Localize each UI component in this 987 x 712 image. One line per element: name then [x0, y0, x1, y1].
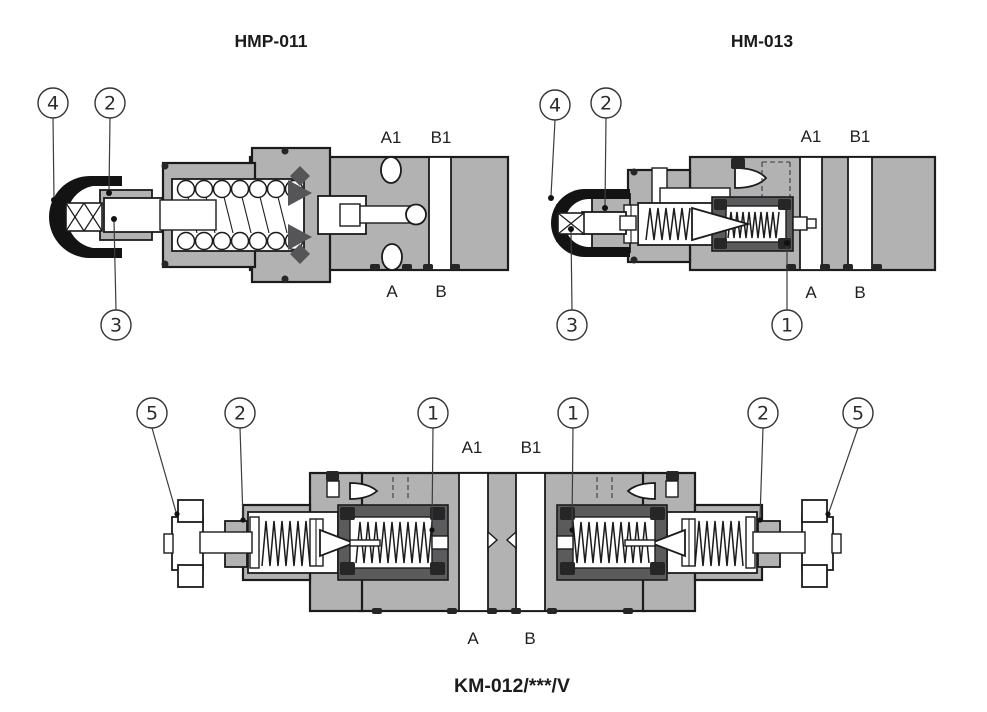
- hm013-top-seal: [731, 158, 745, 169]
- hmp011-poppet-slot: [339, 203, 361, 227]
- km012-knob-web: [171, 516, 204, 571]
- hmp011-stem: [359, 205, 411, 224]
- hmp011-adjust-screw: [103, 197, 163, 233]
- hmp011-port-a1-label: A1: [381, 128, 402, 147]
- km012-callout-2r-label: 2: [757, 403, 769, 425]
- hm013-callout-1: 1: [771, 240, 803, 341]
- km012-callout-1l-label: 1: [427, 403, 439, 425]
- km012-callout-1-right: 1: [557, 397, 589, 533]
- hm013-port-a-label: A: [805, 283, 817, 302]
- hm013-port-a1-label: A1: [801, 127, 822, 146]
- km012-port-channel-b: [515, 472, 546, 612]
- hm013-poppet-cone: [691, 206, 752, 242]
- hm013-callout-3-label: 3: [566, 315, 578, 337]
- km012-knob-flange-top: [177, 499, 204, 523]
- hm013-valve: [551, 155, 937, 272]
- hm013-seals: [630, 168, 882, 270]
- hmp011-callout-2-label: 2: [104, 93, 116, 115]
- km012-knob-stem: [199, 531, 253, 554]
- km012-title: KM-012/***/V: [454, 675, 570, 697]
- km012-main-spring: [261, 520, 311, 567]
- km012-callout-2-right: 2: [747, 397, 779, 523]
- hmp011-stem-ball: [405, 203, 427, 226]
- km012-needle: [349, 539, 381, 547]
- hmp011-title: HMP-011: [235, 31, 308, 51]
- hmp011-port-a1-opening: [380, 156, 402, 184]
- hmp011-spring-guide-washers: [288, 166, 312, 264]
- km012-pilot-bullet: [349, 482, 379, 500]
- km012-knob-nub: [163, 533, 174, 554]
- km012-poppet-cone: [319, 528, 357, 558]
- hmp011-callout-3: 3: [100, 216, 132, 341]
- hm013-port-channel-a: [799, 156, 823, 271]
- km012-callout-1r-label: 1: [567, 403, 579, 425]
- km012-annotations: 5 2 1 1 2 5 A1 B1 A B KM-: [136, 397, 874, 697]
- km012-callout-1-left: 1: [417, 397, 449, 533]
- hmp011-callout-2: 2: [94, 87, 126, 196]
- hmp011-protective-boot: [49, 176, 122, 258]
- km012-port-b-label: B: [524, 629, 535, 648]
- km012-cartridge-seals: [340, 507, 445, 575]
- hmp011-port-channel-b: [428, 156, 452, 271]
- km012-center-notch-right: [505, 530, 517, 550]
- hmp011-port-b1-label: B1: [431, 128, 452, 147]
- km012-port-channel-a: [458, 472, 489, 612]
- hmp011-adjust-plug: [159, 199, 217, 231]
- hm013-callout-4: 4: [539, 89, 571, 201]
- hm013-callout-3: 3: [556, 226, 588, 341]
- hm013-title: HM-013: [731, 31, 794, 51]
- hmp011-port-a-opening: [381, 243, 403, 271]
- hm013-port-b1-label: B1: [850, 127, 871, 146]
- km012-seals: [372, 608, 633, 614]
- hm013-cartridge-spring: [727, 211, 780, 239]
- km012-callout-5r-label: 5: [852, 403, 864, 425]
- km012-port-a1-label: A1: [462, 438, 483, 457]
- hmp011-screw-hatch: [65, 202, 103, 232]
- km012-left-half-assembly: [163, 471, 449, 613]
- hmp011-port-a-label: A: [386, 282, 398, 301]
- hmp011-callout-3-label: 3: [110, 315, 122, 337]
- km012-adjust-knob: [163, 499, 253, 588]
- hmp011-annotations: HMP-011 4 2 3 A1 B1 A B: [37, 31, 452, 341]
- hm013-callout-2-label: 2: [600, 93, 612, 115]
- hm013-cartridge-stem: [792, 216, 808, 231]
- km012-port-b1-label: B1: [521, 438, 542, 457]
- hm013-stem-nub: [806, 218, 817, 229]
- hm013-annotations: HM-013 4 2 3 1 A1 B1 A B: [539, 31, 871, 341]
- km012-top-seal: [326, 471, 339, 481]
- km012-center-notch-left: [487, 530, 499, 550]
- km012-cartridge-stem: [431, 535, 449, 550]
- hmp011-callout-4-label: 4: [47, 93, 59, 115]
- hm013-port-channel-b: [847, 156, 873, 271]
- hm013-screw-rod: [619, 215, 637, 231]
- km012-knob-flange-bottom: [177, 564, 204, 588]
- hmp011-callout-4: 4: [37, 87, 69, 203]
- km012-port-a-label: A: [467, 629, 479, 648]
- hm013-callout-2: 2: [590, 87, 622, 211]
- hm013-callout-4-label: 4: [549, 95, 561, 117]
- hmp011-port-b-label: B: [435, 282, 446, 301]
- hm013-callout-1-label: 1: [781, 315, 793, 337]
- km012-valve: [163, 469, 843, 614]
- km012-pilot-channel: [326, 480, 340, 498]
- km012-callout-5l-label: 5: [146, 403, 158, 425]
- km012-callout-2l-label: 2: [234, 403, 246, 425]
- km012-callout-5-left: 5: [136, 397, 180, 517]
- km012-callout-5-right: 5: [825, 397, 874, 517]
- hm013-main-spring: [645, 207, 691, 241]
- hmp011-valve: [49, 146, 510, 284]
- hmp011-seals: [161, 147, 460, 283]
- km012-callout-2-left: 2: [224, 397, 256, 523]
- km012-cartridge-spring: [355, 521, 433, 564]
- hm013-port-b-label: B: [854, 283, 865, 302]
- hm013-pilot-bullet: [734, 167, 768, 189]
